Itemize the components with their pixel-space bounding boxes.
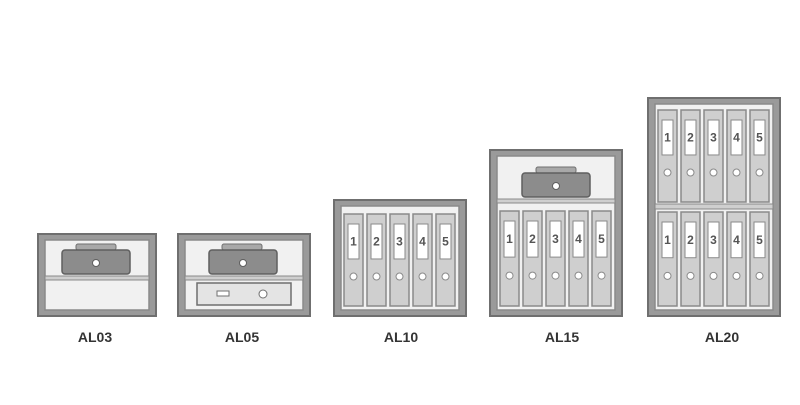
binder-row: 1 2 3 4 5 <box>657 211 770 307</box>
binder-row: 1 2 3 4 5 <box>343 213 456 307</box>
cashbox <box>61 243 131 275</box>
binder-row: 1 2 3 4 5 <box>657 109 770 203</box>
shelf <box>184 275 304 281</box>
binder: 2 <box>680 109 701 203</box>
drawer-lock-icon <box>258 289 268 299</box>
binder-number: 3 <box>396 234 403 248</box>
binder-ring-icon <box>395 272 404 281</box>
cashbox <box>208 243 278 275</box>
binder-ring-icon <box>505 271 514 280</box>
binder-ring-icon <box>732 271 741 280</box>
binder: 4 <box>412 213 433 307</box>
binder: 4 <box>726 109 747 203</box>
safe-al05 <box>177 233 311 317</box>
binder-number: 5 <box>442 234 449 248</box>
binder-ring-icon <box>755 168 764 177</box>
shelf <box>496 198 616 204</box>
binder-number: 3 <box>710 233 717 247</box>
binder-ring-icon <box>372 272 381 281</box>
safe-al10: 1 2 3 4 5 <box>333 199 467 317</box>
binder-ring-icon <box>709 168 718 177</box>
binder-ring-icon <box>349 272 358 281</box>
binder-ring-icon <box>663 271 672 280</box>
binder: 5 <box>749 109 770 203</box>
binder-number: 4 <box>419 234 426 248</box>
shelf <box>654 203 774 210</box>
binder: 3 <box>703 109 724 203</box>
binder-ring-icon <box>755 271 764 280</box>
binder-number: 2 <box>687 233 694 247</box>
binder-ring-icon <box>574 271 583 280</box>
binder-number: 4 <box>733 130 740 144</box>
binder-number: 2 <box>373 234 380 248</box>
binder-number: 5 <box>756 130 763 144</box>
binder-ring-icon <box>686 271 695 280</box>
model-label-al20: AL20 <box>704 329 740 345</box>
binder-number: 4 <box>733 233 740 247</box>
shelf <box>44 275 150 281</box>
binder: 1 <box>343 213 364 307</box>
binder: 3 <box>545 210 566 307</box>
binder: 3 <box>389 213 410 307</box>
lock-icon <box>239 259 247 267</box>
binder-ring-icon <box>597 271 606 280</box>
binder-ring-icon <box>732 168 741 177</box>
binder: 1 <box>657 211 678 307</box>
safe-al20: 1 2 3 4 5 1 2 3 4 5 <box>647 97 781 317</box>
binder-number: 5 <box>756 233 763 247</box>
drawer-label-icon <box>216 290 230 297</box>
drawer <box>196 282 292 306</box>
binder: 5 <box>749 211 770 307</box>
binder-ring-icon <box>663 168 672 177</box>
binder-number: 1 <box>664 130 671 144</box>
cashbox <box>521 166 591 198</box>
binder-number: 1 <box>506 232 513 246</box>
binder-number: 1 <box>350 234 357 248</box>
model-label-al05: AL05 <box>224 329 260 345</box>
binder: 4 <box>726 211 747 307</box>
binder: 5 <box>435 213 456 307</box>
binder-number: 3 <box>552 232 559 246</box>
model-label-al10: AL10 <box>383 329 419 345</box>
binder-number: 4 <box>575 232 582 246</box>
binder-ring-icon <box>551 271 560 280</box>
binder: 2 <box>366 213 387 307</box>
binder-number: 5 <box>598 232 605 246</box>
binder-row: 1 2 3 4 5 <box>499 210 612 307</box>
binder-ring-icon <box>418 272 427 281</box>
binder-number: 2 <box>687 130 694 144</box>
safe-al15: 1 2 3 4 5 <box>489 149 623 317</box>
binder: 2 <box>522 210 543 307</box>
binder-number: 2 <box>529 232 536 246</box>
binder-ring-icon <box>441 272 450 281</box>
lock-icon <box>552 182 560 190</box>
model-label-al15: AL15 <box>544 329 580 345</box>
binder-ring-icon <box>709 271 718 280</box>
binder: 1 <box>657 109 678 203</box>
binder: 2 <box>680 211 701 307</box>
safe-al03 <box>37 233 157 317</box>
binder: 1 <box>499 210 520 307</box>
binder-number: 3 <box>710 130 717 144</box>
binder-number: 1 <box>664 233 671 247</box>
binder-ring-icon <box>686 168 695 177</box>
binder: 3 <box>703 211 724 307</box>
binder-ring-icon <box>528 271 537 280</box>
lock-icon <box>92 259 100 267</box>
model-label-al03: AL03 <box>77 329 113 345</box>
binder: 4 <box>568 210 589 307</box>
binder: 5 <box>591 210 612 307</box>
